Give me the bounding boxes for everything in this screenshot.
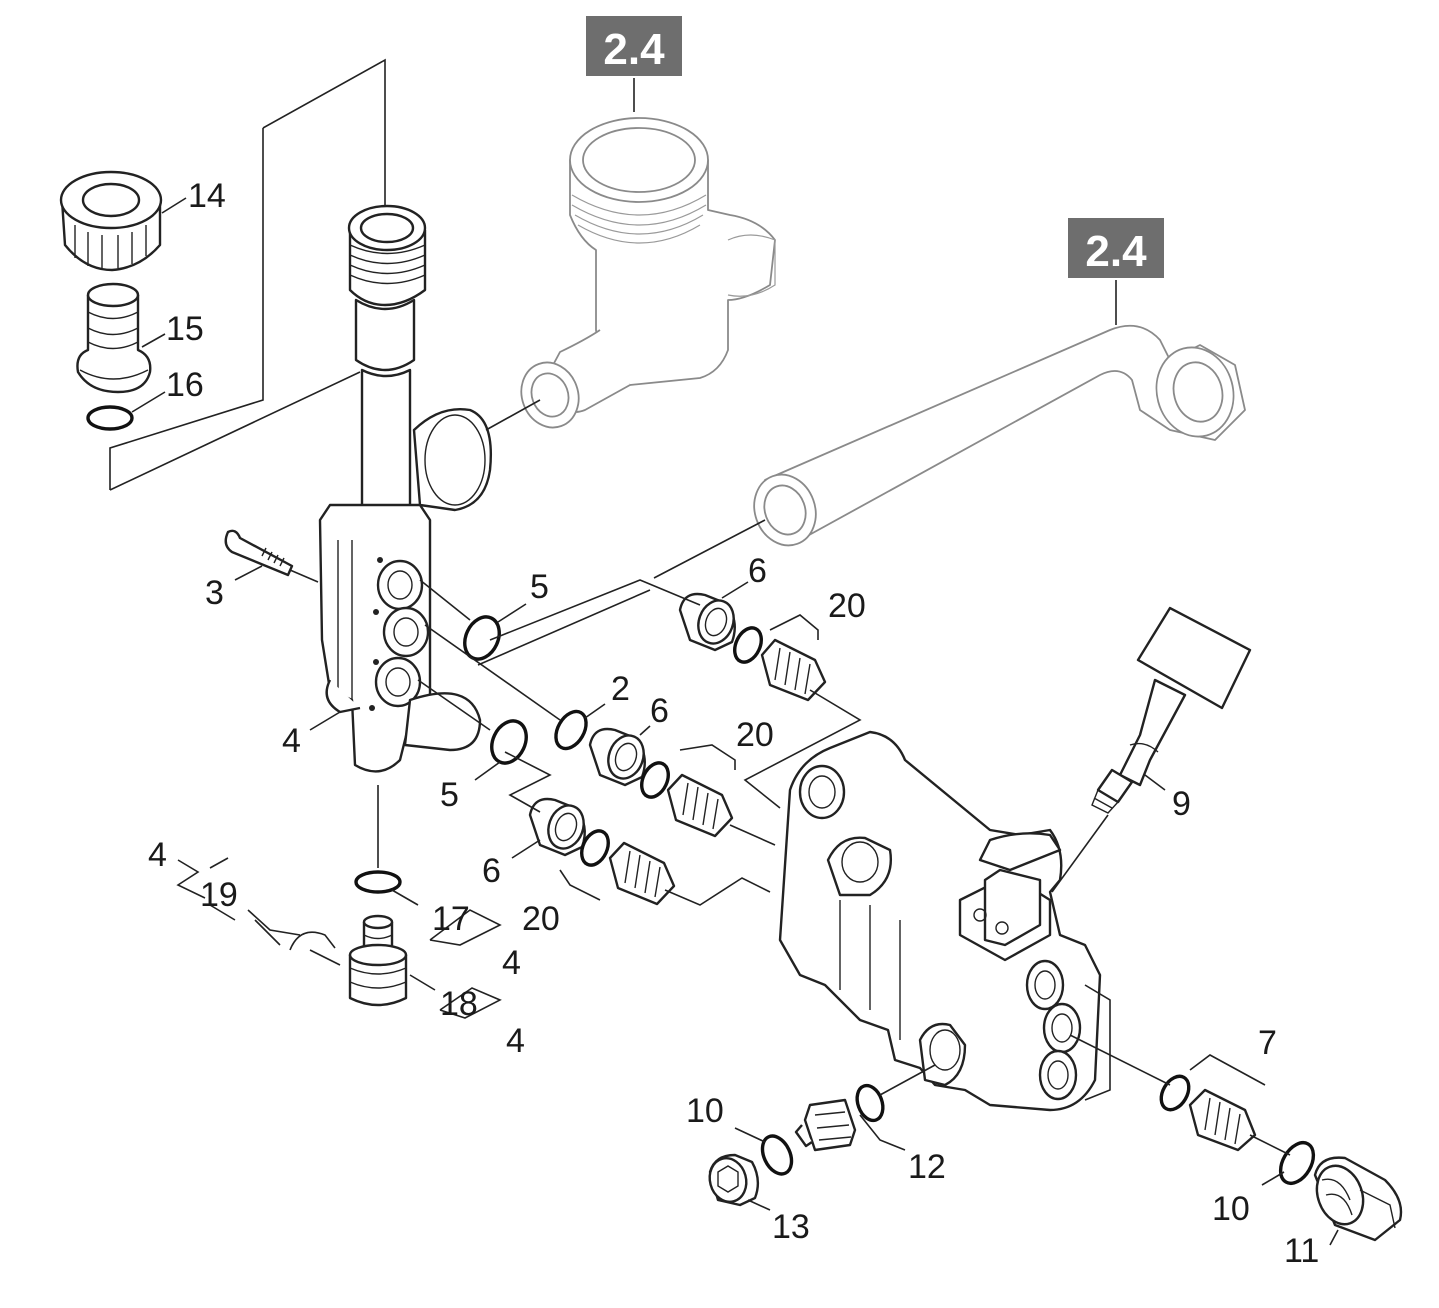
o-ring-part-10-left[interactable] xyxy=(757,1131,797,1178)
label-6-bottom: 6 xyxy=(482,852,501,890)
o-ring-part-20-bottom[interactable] xyxy=(577,827,614,870)
reference-text-right: 2.4 xyxy=(1085,227,1147,276)
label-20-middle: 20 xyxy=(736,716,774,754)
label-13: 13 xyxy=(772,1208,810,1246)
assembly-lines xyxy=(417,399,1291,1156)
label-5-upper: 5 xyxy=(530,568,549,606)
label-20-top: 20 xyxy=(828,587,866,625)
label-5-lower: 5 xyxy=(440,776,459,814)
elbow-pipe-reference-part xyxy=(753,280,1246,547)
label-18: 18 xyxy=(440,985,478,1023)
union-nut-part-14[interactable] xyxy=(59,170,163,272)
o-ring-part-5-lower[interactable] xyxy=(485,715,533,768)
label-4-left: 4 xyxy=(148,836,167,874)
label-6-middle: 6 xyxy=(650,692,669,730)
label-3: 3 xyxy=(205,574,224,612)
label-leaders xyxy=(131,197,1339,1246)
o-ring-part-20-middle[interactable] xyxy=(637,759,674,802)
label-16: 16 xyxy=(166,366,204,404)
bolt-part-3[interactable] xyxy=(224,529,319,583)
pump-head-housing[interactable] xyxy=(778,730,1111,1112)
label-4-upper: 4 xyxy=(282,722,301,760)
connector-bracket-lines xyxy=(109,58,386,491)
label-19: 19 xyxy=(200,876,238,914)
label-12: 12 xyxy=(908,1148,946,1186)
label-4-middle: 4 xyxy=(502,944,521,982)
label-4-lower: 4 xyxy=(506,1022,525,1060)
valve-seat-part-6-middle[interactable] xyxy=(588,727,649,787)
label-20-bottom: 20 xyxy=(522,900,560,938)
o-ring-part-10-right[interactable] xyxy=(1274,1137,1320,1189)
part-labels: 14 15 16 3 4 5 2 5 6 6 6 20 20 20 9 4 19… xyxy=(148,177,1319,1270)
o-ring-part-2[interactable] xyxy=(550,706,593,754)
valve-seat-part-6-top[interactable] xyxy=(678,592,739,652)
o-ring-part-7[interactable] xyxy=(1156,1071,1195,1114)
o-ring-part-20-top[interactable] xyxy=(730,624,767,667)
fitting-part-18[interactable] xyxy=(348,914,408,1007)
reference-text-top: 2.4 xyxy=(603,25,665,74)
clip-part-19[interactable] xyxy=(247,909,341,966)
label-7: 7 xyxy=(1258,1024,1277,1062)
label-10-left: 10 xyxy=(686,1092,724,1130)
valve-body-block[interactable] xyxy=(318,503,482,773)
reference-badge-right[interactable]: 2.4 xyxy=(1068,218,1164,278)
o-ring-part-17[interactable] xyxy=(354,870,402,894)
label-14: 14 xyxy=(188,177,226,215)
valve-insert-part-12[interactable] xyxy=(794,1098,857,1152)
label-11: 11 xyxy=(1284,1232,1319,1270)
plug-part-11[interactable] xyxy=(1309,1156,1403,1242)
o-ring-part-12[interactable] xyxy=(853,1082,888,1124)
label-17: 17 xyxy=(432,900,470,938)
label-9: 9 xyxy=(1172,785,1191,823)
hose-nipple-part-15[interactable] xyxy=(76,282,152,394)
valve-part-20-middle[interactable] xyxy=(666,773,734,838)
oil-dipstick-part-9[interactable] xyxy=(1051,606,1252,893)
o-ring-part-16[interactable] xyxy=(86,405,134,431)
valve-part-20-bottom[interactable] xyxy=(608,841,676,906)
label-15: 15 xyxy=(166,310,204,348)
reference-badge-top[interactable]: 2.4 xyxy=(586,16,682,76)
valve-part-7[interactable] xyxy=(1188,1088,1257,1152)
filter-housing-reference-part xyxy=(520,78,776,429)
valve-seat-part-6-bottom[interactable] xyxy=(528,797,589,857)
label-10-right: 10 xyxy=(1212,1190,1250,1228)
label-2: 2 xyxy=(611,670,630,708)
plug-part-13[interactable] xyxy=(705,1153,760,1207)
label-6-top: 6 xyxy=(748,552,767,590)
valve-part-20-top[interactable] xyxy=(760,638,827,702)
suction-tube[interactable] xyxy=(347,204,492,522)
